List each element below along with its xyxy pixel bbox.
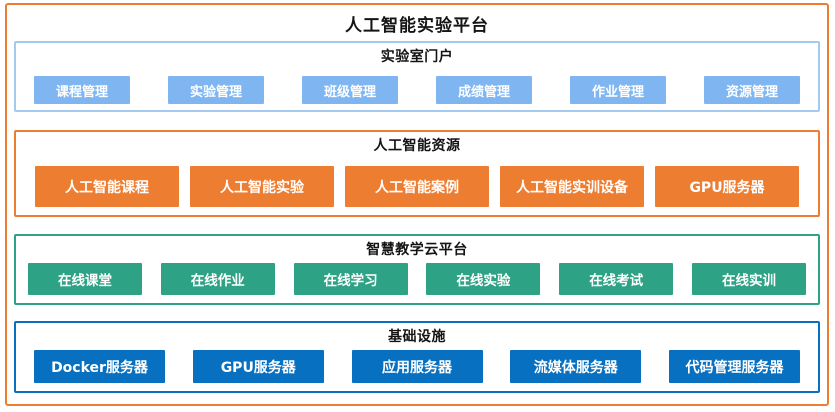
block-docker-server: Docker服务器 [34,350,165,383]
section-lab-portal-title: 实验室门户 [380,49,454,65]
block-ai-experiment: 人工智能实验 [190,166,334,207]
infrastructure-button-row: Docker服务器 GPU服务器 应用服务器 流媒体服务器 代码管理服务器 [16,350,818,383]
ai-resources-button-row: 人工智能课程 人工智能实验 人工智能案例 人工智能实训设备 GPU服务器 [16,166,818,207]
section-smart-teaching-cloud-title: 智慧教学云平台 [366,242,468,258]
lab-portal-button-row: 课程管理 实验管理 班级管理 成绩管理 作业管理 资源管理 [16,76,818,104]
block-gpu-server-resource: GPU服务器 [655,166,799,207]
block-grade-management: 成绩管理 [436,76,532,104]
section-infrastructure: 基础设施 Docker服务器 GPU服务器 应用服务器 流媒体服务器 代码管理服… [14,321,820,393]
block-class-management: 班级管理 [302,76,398,104]
block-app-server: 应用服务器 [351,350,483,383]
section-lab-portal: 实验室门户 课程管理 实验管理 班级管理 成绩管理 作业管理 资源管理 [14,41,820,112]
section-ai-resources-title: 人工智能资源 [373,138,461,154]
block-gpu-server: GPU服务器 [192,350,324,383]
section-smart-teaching-cloud: 智慧教学云平台 在线课堂 在线作业 在线学习 在线实验 在线考试 在线实训 [14,234,820,305]
block-resource-management: 资源管理 [704,76,800,104]
platform-title: 人工智能实验平台 [345,16,489,36]
section-ai-resources: 人工智能资源 人工智能课程 人工智能实验 人工智能案例 人工智能实训设备 GPU… [14,130,820,217]
block-ai-case: 人工智能案例 [345,166,489,207]
block-online-learning: 在线学习 [293,263,408,295]
block-ai-training-device: 人工智能实训设备 [500,166,644,207]
block-online-classroom: 在线课堂 [28,263,142,295]
block-ai-course: 人工智能课程 [35,166,179,207]
smart-teaching-button-row: 在线课堂 在线作业 在线学习 在线实验 在线考试 在线实训 [16,263,818,295]
block-course-management: 课程管理 [34,76,130,104]
block-online-homework: 在线作业 [160,263,275,295]
block-online-experiment: 在线实验 [426,263,541,295]
block-homework-management: 作业管理 [570,76,666,104]
block-streaming-server: 流媒体服务器 [510,350,642,383]
block-online-exam: 在线考试 [559,263,674,295]
section-infrastructure-title: 基础设施 [388,329,446,345]
block-online-training: 在线实训 [691,263,806,295]
platform-outer-frame: 人工智能实验平台 实验室门户 课程管理 实验管理 班级管理 成绩管理 作业管理 … [5,3,829,406]
block-experiment-management: 实验管理 [168,76,264,104]
block-code-management-server: 代码管理服务器 [669,350,800,383]
